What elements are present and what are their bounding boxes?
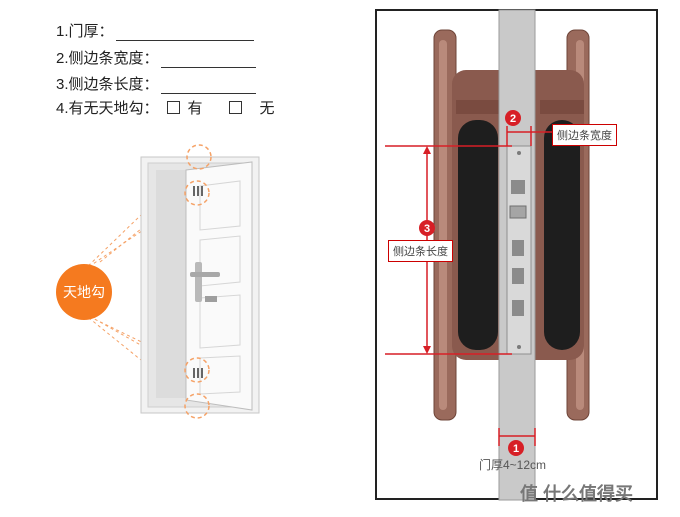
hook-circle-upper — [184, 180, 210, 206]
checkbox-yes — [166, 101, 180, 114]
form-row-strip-width: 2.侧边条宽度： — [56, 47, 256, 69]
form-row-floor-hook: 4.有无天地勾： 有 无 — [56, 97, 293, 119]
hook-circle-top — [186, 144, 212, 170]
door-illustration — [83, 144, 260, 419]
blank-line — [160, 51, 256, 68]
option-no: 无 — [259, 100, 275, 117]
label-strip-width: 侧边条宽度 — [552, 124, 617, 146]
checkbox-no — [228, 101, 242, 114]
form-label: 2.侧边条宽度： — [56, 50, 159, 67]
badge-1-text: 1 — [513, 443, 519, 455]
hook-circle-lower — [184, 357, 210, 383]
hook-circle-bottom — [184, 393, 210, 419]
blank-line — [115, 24, 254, 41]
form-row-strip-length: 3.侧边条长度： — [56, 73, 256, 95]
badge-2-text: 2 — [510, 113, 516, 125]
form-row-door-thickness: 1.门厚： — [56, 20, 254, 42]
label-door-thickness: 门厚4~12cm — [479, 458, 547, 472]
blank-line — [160, 77, 256, 94]
form-label: 3.侧边条长度： — [56, 76, 159, 93]
form-label: 4.有无天地勾： — [56, 100, 159, 117]
badge-1 — [508, 440, 524, 456]
floor-hook-tag: 天地勾 — [56, 264, 112, 320]
badge-2 — [505, 110, 521, 126]
option-yes: 有 — [187, 100, 203, 117]
label-strip-length: 侧边条长度 — [388, 240, 453, 262]
watermark: 值 什么值得买 — [520, 484, 634, 504]
form-label: 1.门厚： — [56, 23, 114, 40]
badge-3 — [419, 220, 435, 236]
badge-3-text: 3 — [424, 223, 430, 235]
